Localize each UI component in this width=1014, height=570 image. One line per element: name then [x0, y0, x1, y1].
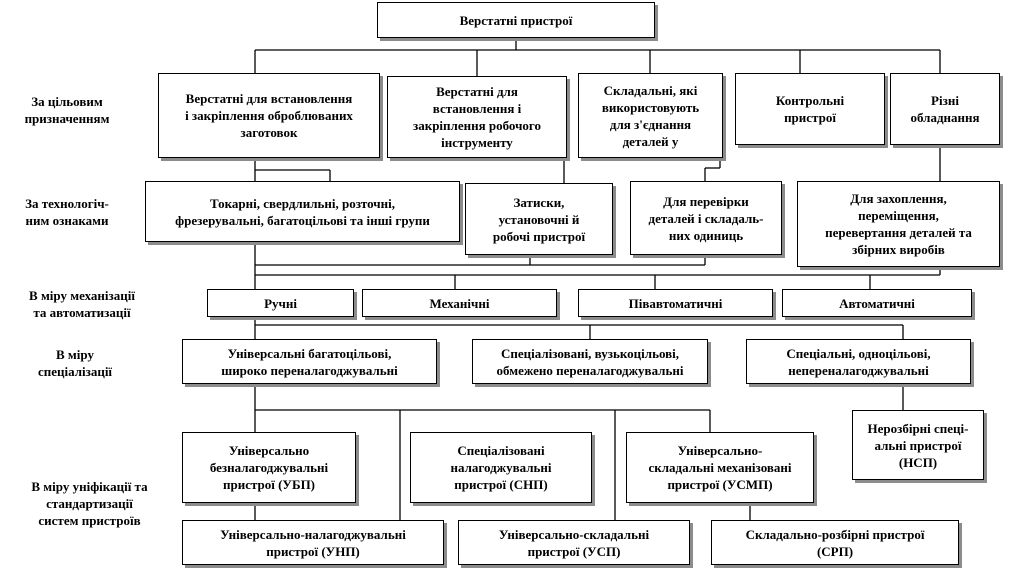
- box-unif-usp: Універсально-складальні пристрої (УСП): [458, 520, 690, 565]
- box-mech-auto: Автоматичні: [782, 289, 972, 317]
- box-unif-snp: Спеціалізовані налагоджувальні пристрої …: [410, 432, 592, 503]
- box-unif-nsp: Нерозбірні спеці- альні пристрої (НСП): [852, 410, 984, 480]
- box-mech-mechanical: Механічні: [362, 289, 557, 317]
- box-unif-ubp: Універсально безналагоджувальні пристрої…: [182, 432, 356, 503]
- box-spec-specialized: Спеціалізовані, вузькоцільові, обмежено …: [472, 339, 708, 384]
- box-unif-usmp: Універсально- складальні механізовані пр…: [626, 432, 814, 503]
- row-label-technology: За технологіч- ним ознаками: [25, 196, 109, 228]
- box-purpose-misc: Різні обладнання: [890, 73, 1000, 145]
- box-spec-universal: Універсальні багатоцільові, широко перен…: [182, 339, 437, 384]
- box-unif-unp: Універсально-налагоджувальні пристрої (У…: [182, 520, 444, 565]
- box-purpose-workpiece: Верстатні для встановлення і закріплення…: [158, 73, 380, 158]
- box-tech-handling: Для захоплення, переміщення, перевертанн…: [797, 181, 1000, 267]
- box-unif-srp: Складально-розбірні пристрої (СРП): [711, 520, 959, 565]
- box-purpose-tool: Верстатні для встановлення і закріплення…: [387, 76, 567, 158]
- row-label-purpose: За цільовим призначенням: [24, 94, 110, 126]
- root-box: Верстатні пристрої: [377, 2, 655, 38]
- row-label-mechanization: В міру механізації та автоматизації: [29, 288, 135, 320]
- box-purpose-control: Контрольні пристрої: [735, 73, 885, 145]
- box-tech-clamps: Затиски, установочні й робочі пристрої: [465, 183, 613, 255]
- row-label-specialization: В міру спеціалізації: [37, 347, 113, 379]
- row-label-unification: В міру уніфікації та стандартизації сист…: [31, 479, 148, 528]
- box-mech-manual: Ручні: [207, 289, 354, 317]
- box-purpose-assembly: Складальні, які використовують для з'єдн…: [578, 73, 723, 158]
- box-spec-special: Спеціальні, одноцільові, непереналагоджу…: [746, 339, 971, 384]
- box-tech-machining: Токарні, свердлильні, розточні, фрезерув…: [145, 181, 460, 242]
- box-mech-semiauto: Півавтоматичні: [578, 289, 773, 317]
- box-tech-inspection: Для перевірки деталей і складаль- них од…: [630, 181, 782, 255]
